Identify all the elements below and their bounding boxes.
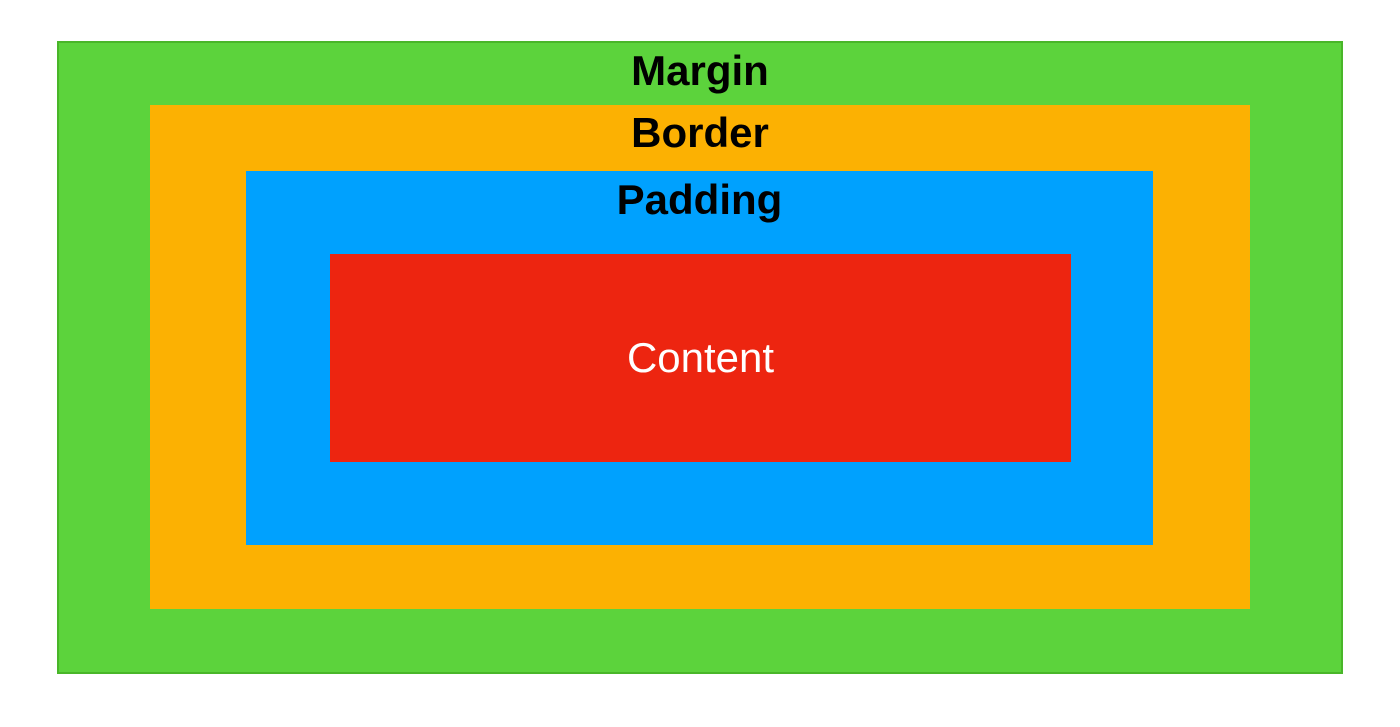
padding-box: Padding Content <box>246 171 1153 545</box>
border-box: Border Padding Content <box>150 105 1250 609</box>
border-label: Border <box>631 109 769 156</box>
margin-label: Margin <box>631 47 769 94</box>
content-label: Content <box>626 334 775 381</box>
padding-label: Padding <box>616 176 783 223</box>
margin-box: Margin Border Padding Content <box>57 41 1343 674</box>
content-box: Content <box>330 254 1071 462</box>
